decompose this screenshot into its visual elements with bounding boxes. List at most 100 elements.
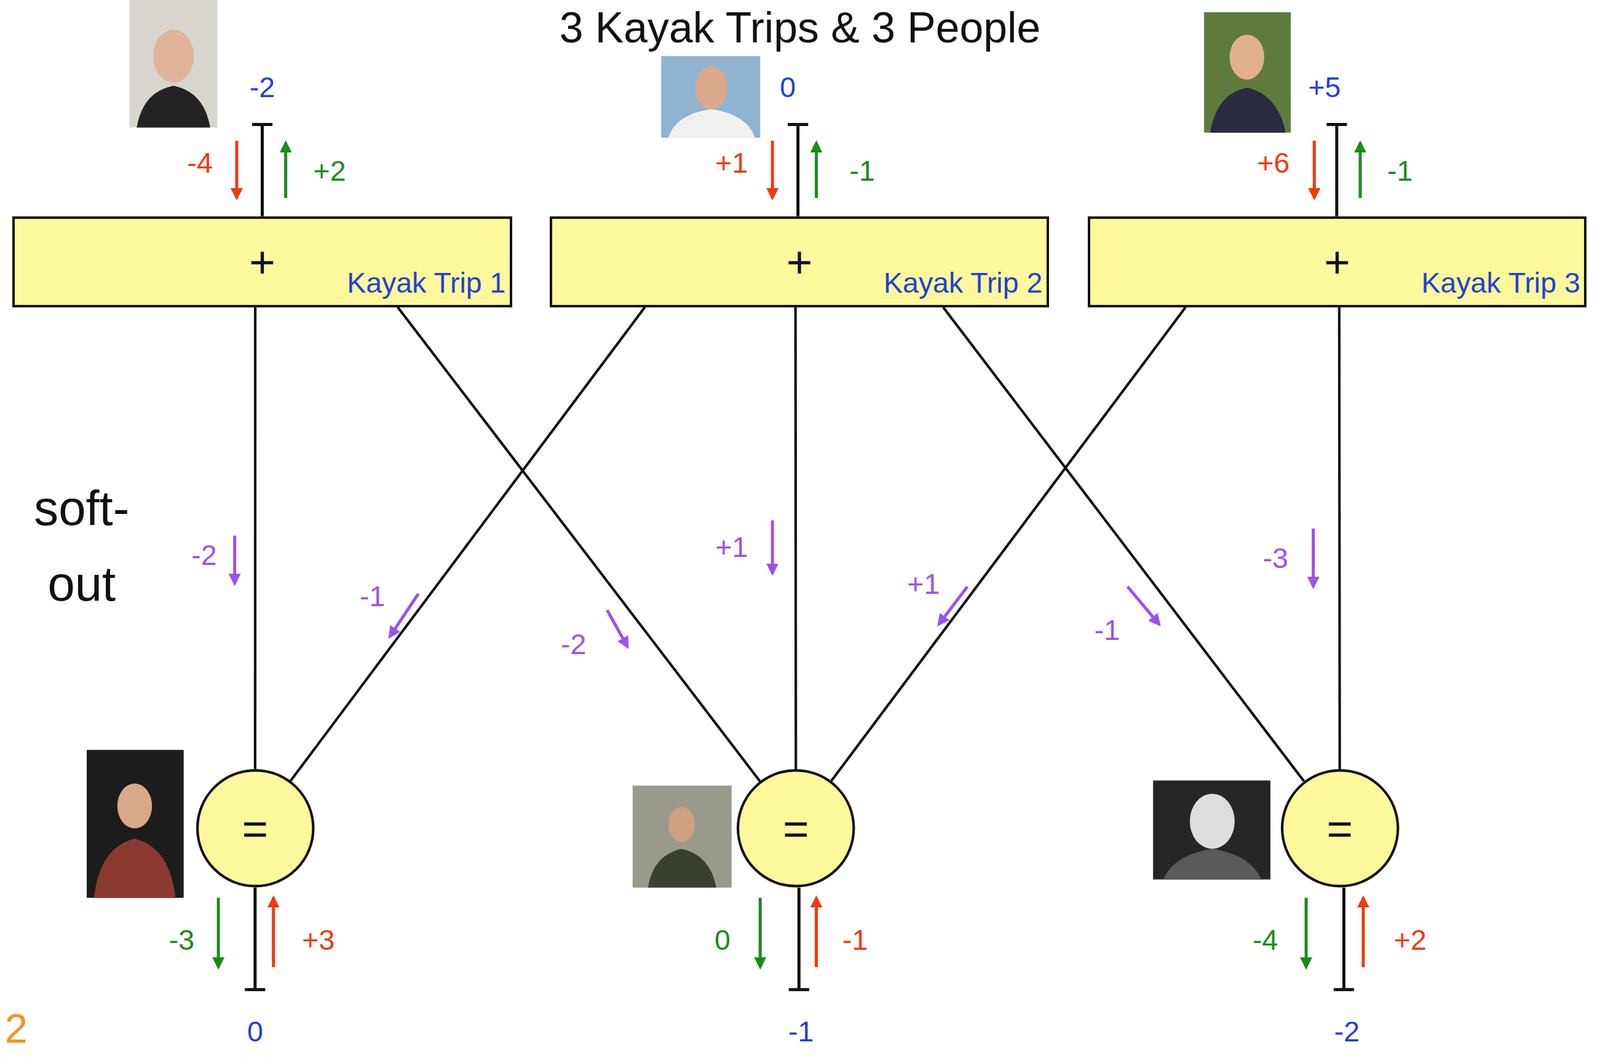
photo-body xyxy=(1163,849,1262,880)
label-slot: -4 xyxy=(187,147,213,179)
message-arrow xyxy=(771,140,775,199)
half-edge xyxy=(253,887,257,991)
message-arrow xyxy=(814,897,818,968)
circle-shape xyxy=(197,770,313,887)
belief-value: -2 xyxy=(1334,1017,1360,1049)
label-slot: +1 xyxy=(715,147,748,179)
sum-box: +Kayak Trip 2 xyxy=(549,216,1049,308)
label-slot: -3 xyxy=(1263,543,1289,575)
photo-head xyxy=(1229,34,1265,80)
equality-node: = xyxy=(196,769,315,888)
algorithm-note: soft- out xyxy=(7,469,157,622)
message-arrow xyxy=(758,897,762,968)
label-slot: -2 xyxy=(560,629,587,661)
photo-head xyxy=(117,784,152,829)
message-arrow xyxy=(1127,586,1160,625)
factor-edge xyxy=(794,307,798,770)
message-value: +1 xyxy=(715,532,748,564)
message-value: -1 xyxy=(849,155,876,187)
label-slot: +3 xyxy=(301,924,335,957)
message-arrow xyxy=(814,142,818,199)
edge-cap xyxy=(1326,122,1347,127)
message-value: +1 xyxy=(906,568,940,601)
label-slot: -3 xyxy=(169,924,195,957)
label-slot: 2 xyxy=(4,1005,28,1051)
half-edge xyxy=(1342,887,1346,991)
operator-symbol: = xyxy=(1326,806,1354,852)
photo-ground xyxy=(661,55,761,138)
portrait-photo xyxy=(632,785,732,888)
message-arrow xyxy=(771,520,775,574)
message-value: +1 xyxy=(715,147,748,179)
factor-edge xyxy=(290,307,645,782)
message-arrow xyxy=(284,142,288,199)
label-slot: -2 xyxy=(191,540,217,572)
label-slot: +2 xyxy=(313,155,347,187)
label-slot: -1 xyxy=(788,1017,814,1049)
sum-box: +Kayak Trip 1 xyxy=(12,216,513,308)
portrait-photo xyxy=(129,0,218,128)
message-arrow xyxy=(1304,897,1308,968)
label-slot: -1 xyxy=(842,924,868,957)
message-arrow xyxy=(606,609,628,647)
message-value: -3 xyxy=(169,924,195,957)
label-slot: -1 xyxy=(1387,155,1413,187)
trip-name: Kayak Trip 1 xyxy=(14,268,510,298)
slide-number: 2 xyxy=(4,1005,28,1051)
label-slot: -2 xyxy=(1334,1017,1360,1049)
factor-edge xyxy=(831,307,1186,782)
label-slot: +6 xyxy=(1256,147,1290,179)
photo-body xyxy=(648,849,717,888)
message-value: -4 xyxy=(187,147,213,179)
belief-value: 0 xyxy=(779,71,796,104)
message-value: -1 xyxy=(359,581,385,613)
label-slot: +2 xyxy=(1394,924,1427,957)
message-value: +3 xyxy=(301,924,335,957)
factor-edge xyxy=(1338,307,1342,770)
label-slot: -1 xyxy=(849,155,876,187)
label-slot: -1 xyxy=(1094,614,1120,647)
belief-value: -1 xyxy=(788,1017,814,1049)
edge-cap xyxy=(244,988,266,992)
half-edge xyxy=(797,887,801,991)
label-slot: +1 xyxy=(906,568,940,601)
message-value: -4 xyxy=(1252,924,1278,957)
message-arrow xyxy=(1358,142,1363,199)
equality-node: = xyxy=(1280,769,1399,888)
label-slot: -2 xyxy=(249,71,275,104)
photo-body xyxy=(136,85,210,128)
message-value: +2 xyxy=(313,155,347,187)
message-arrow xyxy=(271,897,275,968)
photo-head xyxy=(153,29,194,83)
message-arrow xyxy=(1362,897,1366,968)
message-arrow xyxy=(233,535,237,584)
label-slot: -1 xyxy=(359,581,385,613)
operator-symbol: = xyxy=(782,806,810,852)
equality-node: = xyxy=(736,769,855,888)
portrait-photo xyxy=(1152,780,1271,880)
photo-ground xyxy=(129,0,218,128)
photo-ground xyxy=(632,785,732,888)
belief-value: -2 xyxy=(249,71,275,104)
half-edge xyxy=(796,124,800,216)
photo-body xyxy=(1210,87,1286,133)
message-value: -2 xyxy=(191,540,217,572)
label-slot: soft- out xyxy=(7,469,157,622)
photo-head xyxy=(694,66,728,110)
photo-ground xyxy=(1203,12,1291,133)
message-value: +2 xyxy=(1394,924,1427,957)
message-value: 0 xyxy=(714,924,731,957)
message-value: -3 xyxy=(1263,543,1289,575)
belief-value: +5 xyxy=(1307,71,1341,104)
label-slot: +1 xyxy=(715,532,748,564)
portrait-photo xyxy=(1203,12,1291,133)
slide-title: 3 Kayak Trips & 3 People xyxy=(559,3,1042,53)
factor-edge xyxy=(397,307,761,782)
photo-ground xyxy=(1152,780,1271,880)
message-value: -1 xyxy=(1387,155,1413,187)
label-slot: -4 xyxy=(1252,924,1278,957)
trip-name: Kayak Trip 3 xyxy=(1090,268,1585,298)
edge-cap xyxy=(787,122,808,127)
